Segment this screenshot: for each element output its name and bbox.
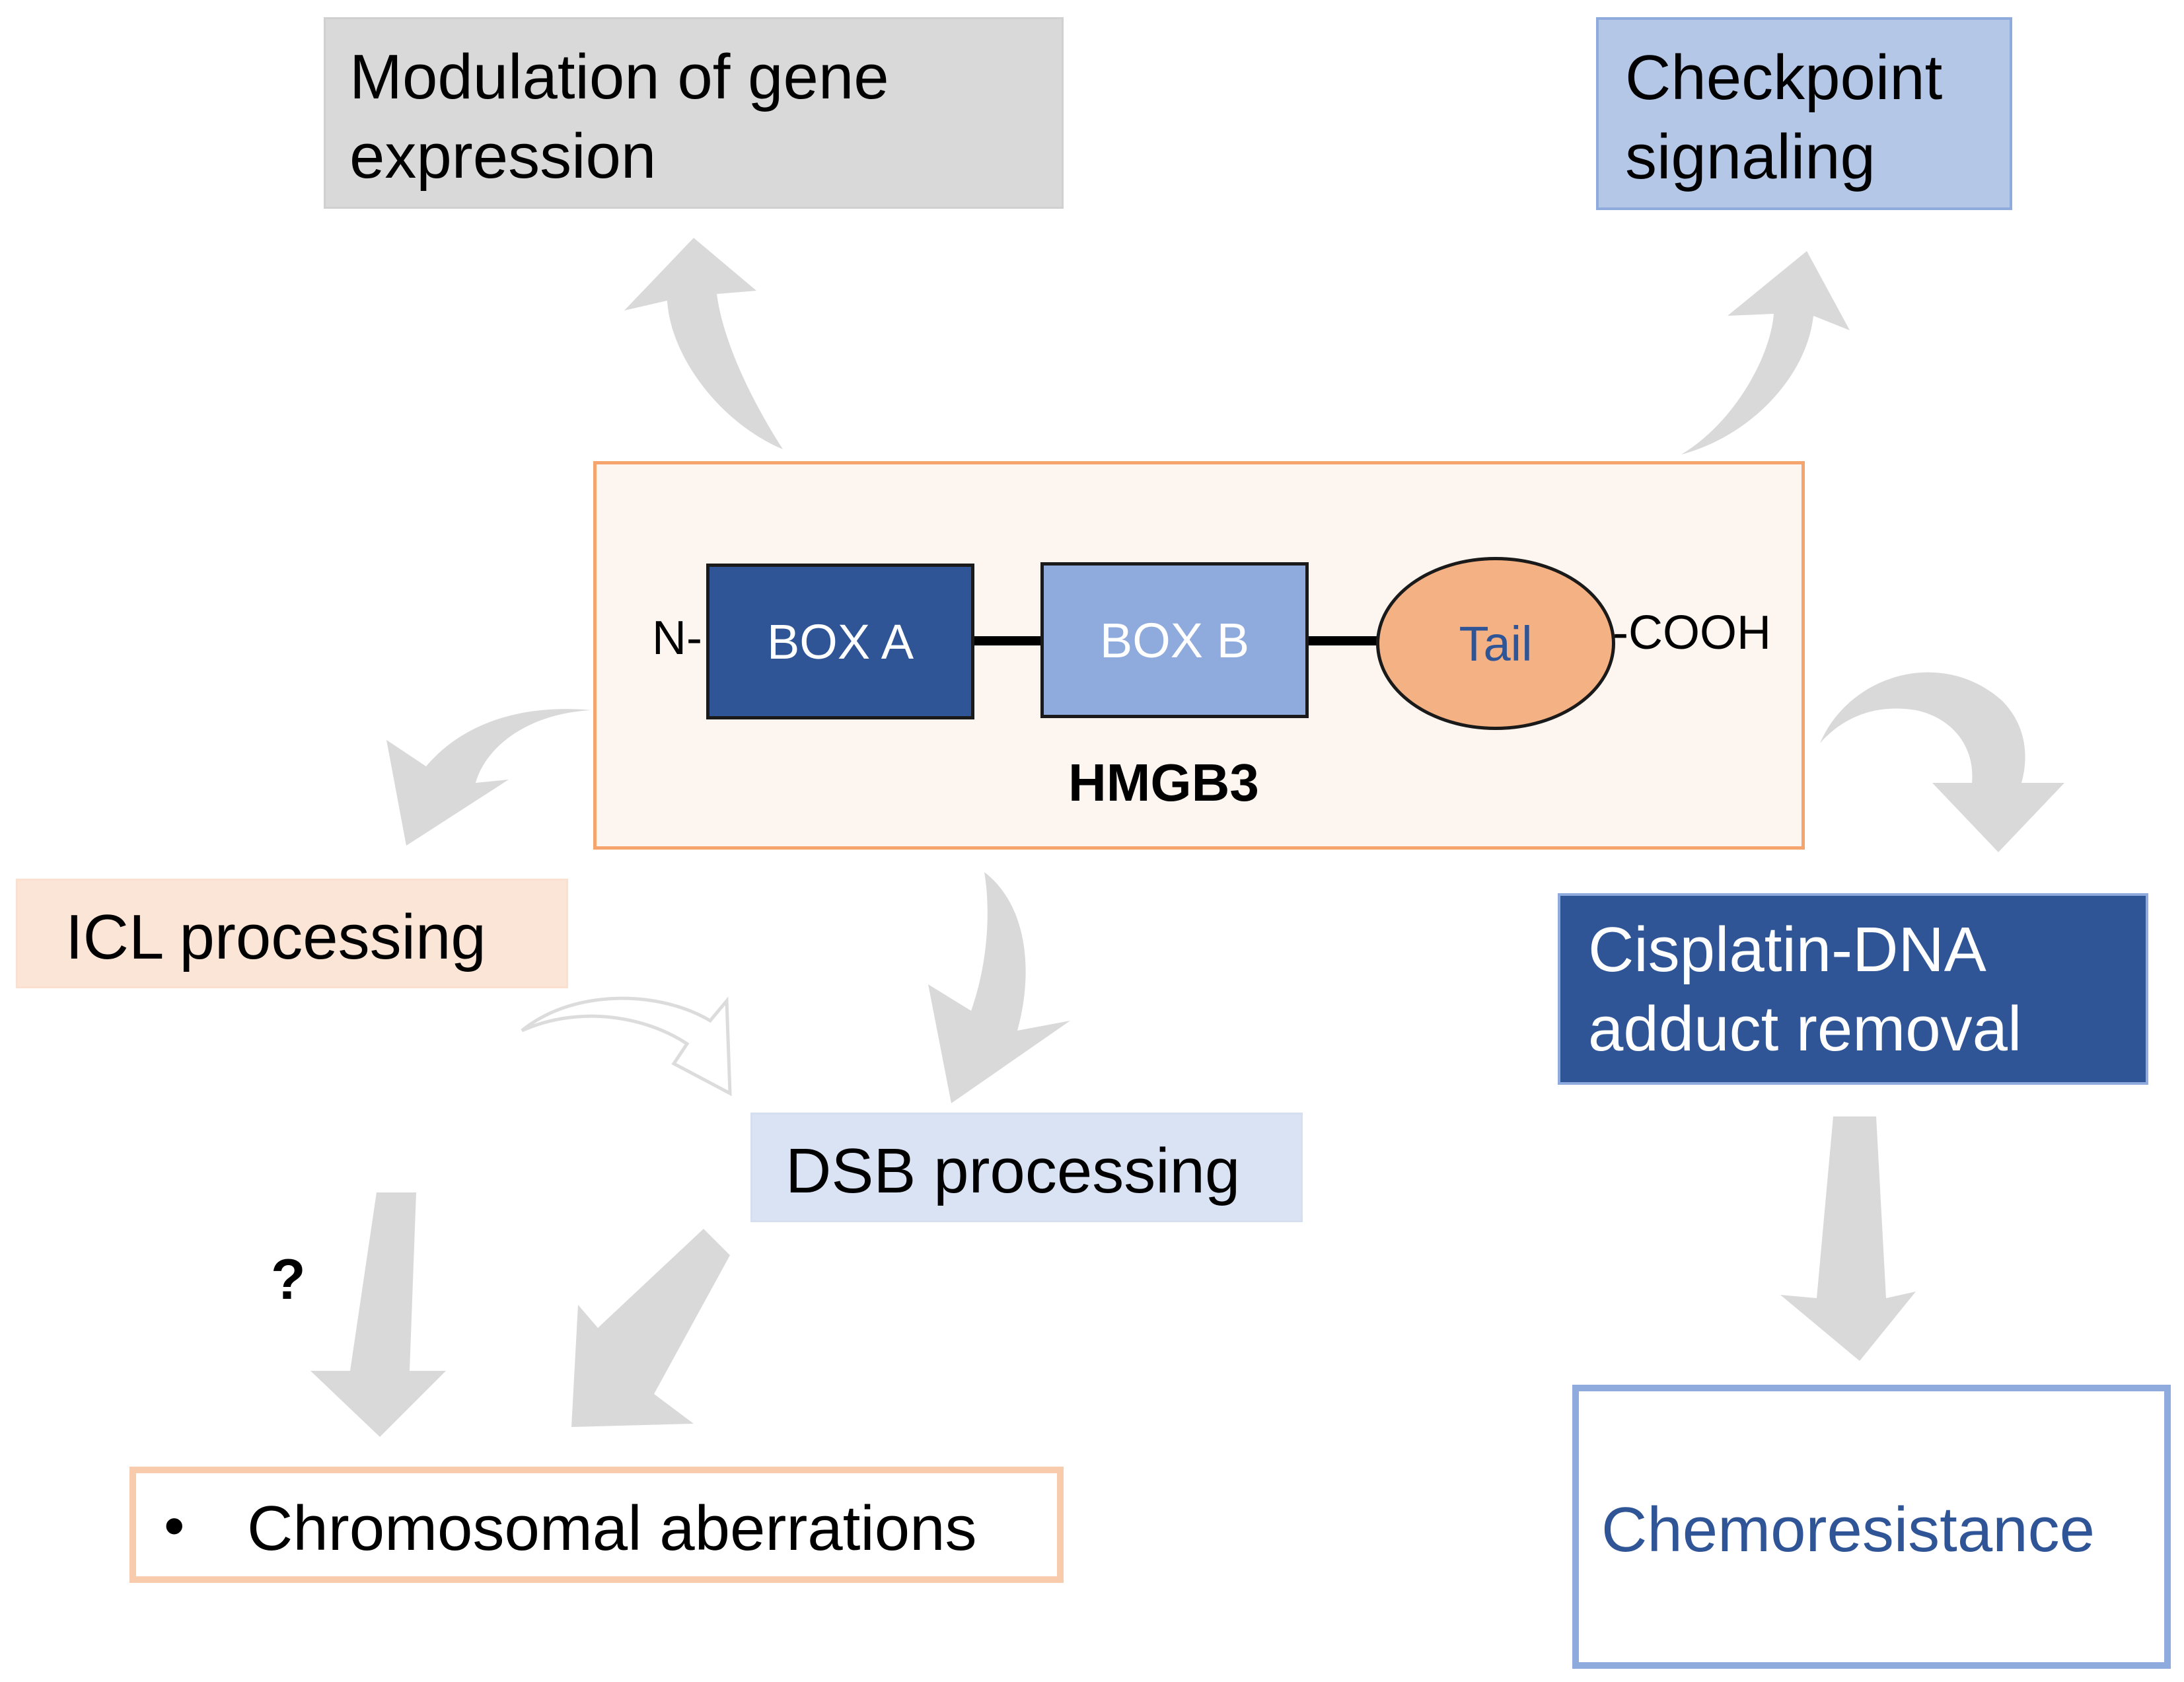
n-terminus-label: N-: [652, 612, 702, 665]
chromosomal-aberrations-label: Chromosomal aberrations: [247, 1493, 977, 1564]
chemoresistance-label: Chemoresistance: [1601, 1494, 2095, 1565]
cisplatin-label: Cisplatin-DNA adduct removal: [1588, 914, 2022, 1064]
arrow-to-cisplatin: [1820, 672, 2064, 852]
protein-name-label: HMGB3: [1068, 753, 1259, 812]
arrow-to-gene-expression: [624, 238, 783, 449]
arrow-to-chemoresistance: [1780, 1116, 1916, 1361]
arrow-icl-to-dsb: [521, 996, 732, 1097]
arrow-to-checkpoint: [1681, 251, 1850, 455]
checkpoint-label: Checkpoint signaling: [1625, 42, 1943, 192]
chemoresistance-box: Chemoresistance: [1572, 1385, 2171, 1669]
box-a-domain: BOX A: [706, 564, 974, 719]
checkpoint-box: Checkpoint signaling: [1596, 17, 2012, 210]
linker-line-a-b: [973, 636, 1044, 645]
arrow-to-icl: [386, 709, 591, 846]
dsb-processing-label: DSB processing: [785, 1136, 1241, 1206]
chromosomal-aberrations-box: • Chromosomal aberrations: [129, 1467, 1064, 1583]
gene-expression-label: Modulation of gene expression: [349, 42, 889, 192]
arrow-to-chromosomal-left: [310, 1192, 446, 1437]
box-b-label: BOX B: [1099, 612, 1250, 668]
arrow-to-dsb: [928, 872, 1070, 1103]
icl-processing-label: ICL processing: [65, 902, 486, 972]
box-a-label: BOX A: [766, 614, 914, 669]
gene-expression-box: Modulation of gene expression: [324, 17, 1064, 209]
linker-line-b-tail: [1306, 636, 1379, 645]
arrow-to-chromosomal-right: [571, 1229, 730, 1427]
cisplatin-box: Cisplatin-DNA adduct removal: [1558, 893, 2148, 1085]
c-terminus-label: -COOH: [1613, 606, 1771, 659]
chromosomal-bullet: •: [164, 1493, 185, 1559]
dsb-processing-box: DSB processing: [750, 1113, 1303, 1222]
box-b-domain: BOX B: [1040, 562, 1309, 718]
icl-processing-box: ICL processing: [16, 879, 568, 988]
tail-domain: Tail: [1376, 557, 1615, 730]
hmgb3-protein-box: N- BOX A BOX B Tail -COOH HMGB3: [593, 461, 1805, 850]
tail-label: Tail: [1459, 616, 1533, 671]
question-mark: ?: [271, 1248, 306, 1311]
